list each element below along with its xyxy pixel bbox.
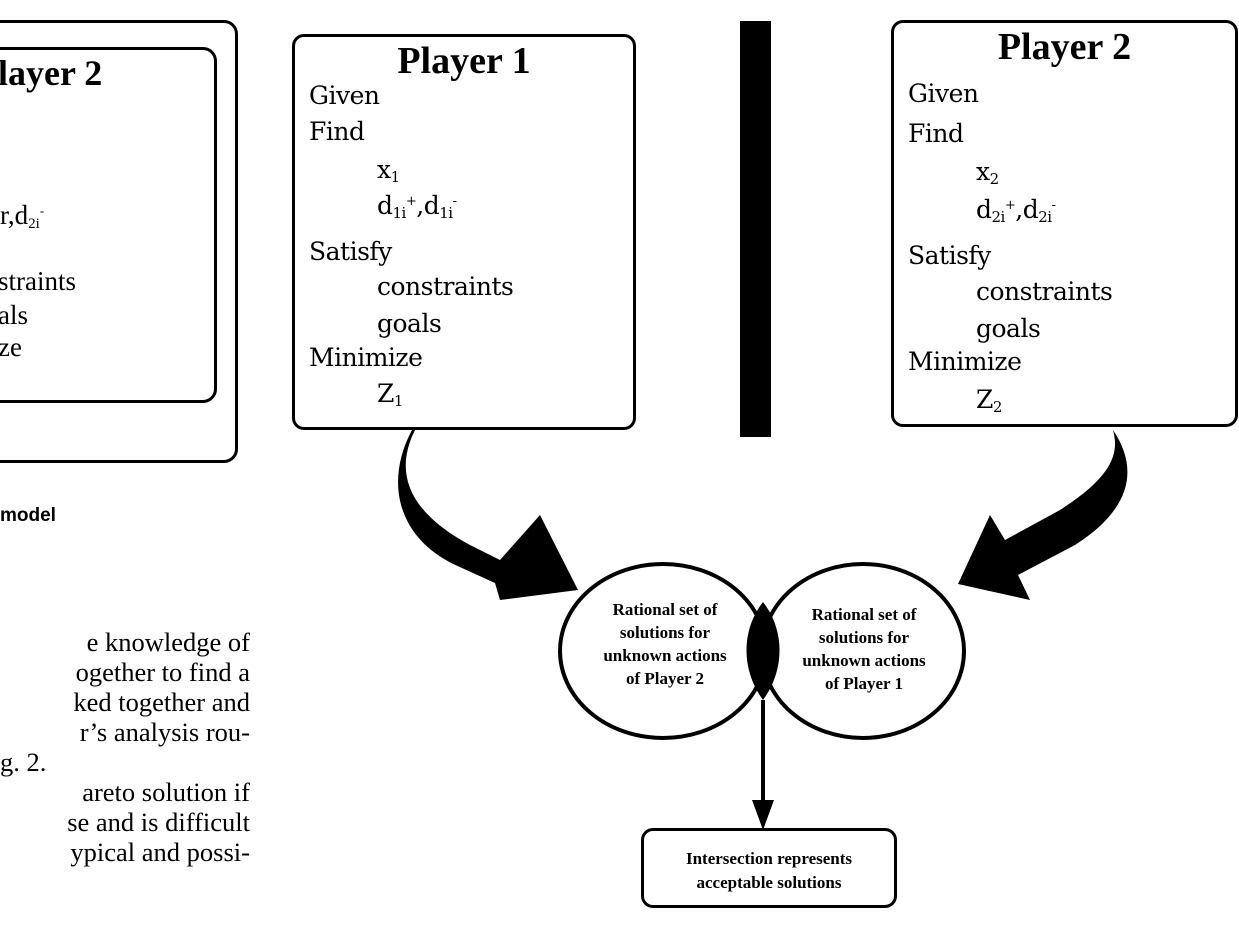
player2-minimize-label: Minimize xyxy=(908,347,1022,376)
player1-constraints: constraints xyxy=(377,272,514,301)
curved-arrow-player1 xyxy=(398,430,578,600)
player1-minimize-label: Minimize xyxy=(309,343,423,372)
previous-figure-inner-box xyxy=(0,47,217,403)
venn-right-line: Rational set of xyxy=(811,605,917,624)
body-text-line: ypical and possi- xyxy=(70,837,250,867)
venn-right-line: solutions for xyxy=(818,628,910,647)
body-text-line: areto solution if xyxy=(82,777,250,807)
divider-bar xyxy=(740,21,771,437)
venn-left-line: solutions for xyxy=(619,623,711,642)
player1-deviation-variables: d1i+,d1i- xyxy=(377,191,457,222)
venn-right-line: of Player 1 xyxy=(824,674,904,693)
previous-figure-line: als xyxy=(0,300,28,330)
venn-left-label: Rational set of solutions for unknown ac… xyxy=(565,598,765,690)
venn-left-line: of Player 2 xyxy=(625,669,705,688)
player2-deviation-variables: d2i+,d2i- xyxy=(976,195,1056,226)
venn-circle-right xyxy=(760,562,966,740)
body-text-line: g. 2. xyxy=(0,747,47,777)
venn-circle-left xyxy=(558,562,768,740)
result-line: Intersection represents xyxy=(685,849,853,868)
body-text-line: ked together and xyxy=(73,687,250,717)
body-text-line: r’s analysis rou- xyxy=(79,717,250,747)
previous-figure-line: ze xyxy=(0,332,22,362)
down-arrow-head xyxy=(752,800,774,830)
player2-goals: goals xyxy=(976,314,1041,343)
player2-satisfy-label: Satisfy xyxy=(908,241,991,270)
venn-left-line: Rational set of xyxy=(612,600,718,619)
figure-caption: model xyxy=(0,505,56,526)
venn-left-line: unknown actions xyxy=(603,646,727,665)
player1-decision-variable: x1 xyxy=(377,155,400,186)
venn-right-line: unknown actions xyxy=(802,651,926,670)
player2-title: Player 2 xyxy=(997,26,1132,68)
player2-decision-variable: x2 xyxy=(976,157,999,188)
player1-find-label: Find xyxy=(309,117,365,146)
player2-find-label: Find xyxy=(908,119,964,148)
result-box: Intersection represents acceptable solut… xyxy=(641,828,897,908)
player1-satisfy-label: Satisfy xyxy=(309,237,392,266)
venn-right-label: Rational set of solutions for unknown ac… xyxy=(764,603,964,695)
player1-given-label: Given xyxy=(309,81,380,110)
previous-figure-outer-box xyxy=(0,20,238,463)
body-text-paragraph: e knowledge of ogether to find a ked tog… xyxy=(0,627,250,867)
curved-arrow-player2 xyxy=(958,430,1128,600)
previous-figure-title: layer 2 xyxy=(0,53,103,93)
body-text-line: ogether to find a xyxy=(75,657,250,687)
player1-goals: goals xyxy=(377,309,442,338)
player2-box: Player 2 Given Find x2 d2i+,d2i- Satisfy… xyxy=(891,20,1238,427)
player1-box: Player 1 Given Find x1 d1i+,d1i- Satisfy… xyxy=(292,34,636,430)
player1-title: Player 1 xyxy=(397,40,531,82)
previous-figure-variable: r,d2i- xyxy=(0,200,45,232)
player1-objective: Z1 xyxy=(377,379,403,410)
player2-objective: Z2 xyxy=(976,385,1002,416)
body-text-line: se and is difficult xyxy=(67,807,250,837)
body-text-line: e knowledge of xyxy=(86,627,250,657)
previous-figure-line: straints xyxy=(0,266,76,296)
player2-constraints: constraints xyxy=(976,277,1113,306)
result-line: acceptable solutions xyxy=(696,873,842,892)
player2-given-label: Given xyxy=(908,79,979,108)
